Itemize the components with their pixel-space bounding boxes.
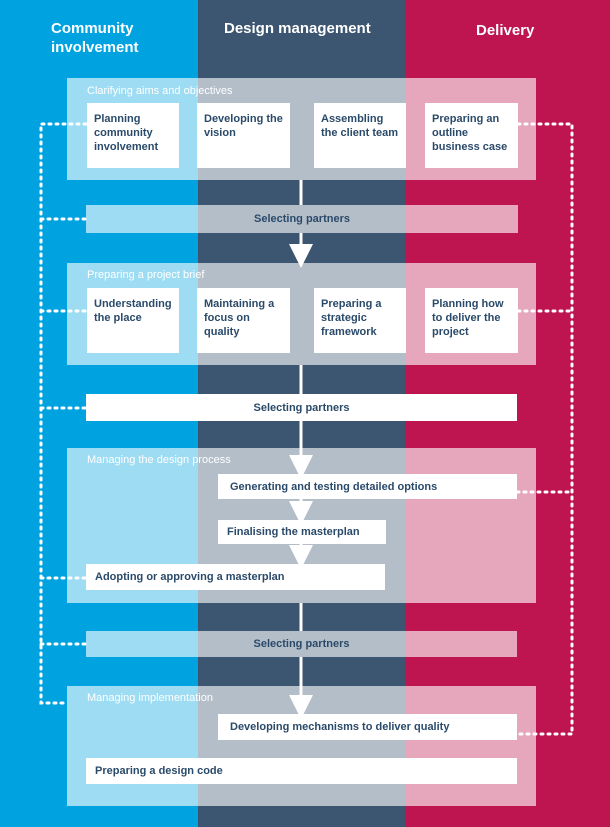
selecting-partners-bar-3-bg <box>86 631 517 657</box>
card-understanding-the-place: Understanding the place <box>87 288 179 353</box>
clarifying-section-title: Clarifying aims and objectives <box>87 85 233 97</box>
left-dotted-loop <box>39 122 88 705</box>
step-generating-and-testing-options: Generating and testing detailed options <box>218 474 517 499</box>
delivery-column-title: Delivery <box>476 22 535 39</box>
card-maintaining-focus-on-quality: Maintaining a focus on quality <box>197 288 290 353</box>
right-dotted-loop <box>515 122 574 736</box>
selecting-partners-bar-3: Selecting partners <box>253 638 350 650</box>
design-process-section-title: Managing the design process <box>87 454 231 466</box>
card-developing-the-vision: Developing the vision <box>197 103 290 168</box>
community-column-title: Community involvement <box>51 20 139 56</box>
step-adopting-or-approving-masterplan: Adopting or approving a masterplan <box>86 564 385 590</box>
selecting-partners-bar-1-bg <box>86 205 518 233</box>
step-preparing-design-code: Preparing a design code <box>86 758 517 784</box>
card-preparing-outline-business-case: Preparing an outline business case <box>425 103 518 168</box>
card-planning-how-to-deliver: Planning how to deliver the project <box>425 288 518 353</box>
selecting-partners-bar-2: Selecting partners <box>86 394 517 421</box>
card-planning-community-involvement: Planning community involvement <box>87 103 179 168</box>
design-column-title: Design management <box>224 20 371 37</box>
card-assembling-the-client-team: Assembling the client team <box>314 103 406 168</box>
implementation-section-title: Managing implementation <box>87 692 213 704</box>
step-developing-mechanisms: Developing mechanisms to deliver quality <box>218 714 517 740</box>
selecting-partners-bar-1: Selecting partners <box>254 213 350 225</box>
brief-section-title: Preparing a project brief <box>87 269 205 281</box>
card-preparing-strategic-framework: Preparing a strategic framework <box>314 288 406 353</box>
